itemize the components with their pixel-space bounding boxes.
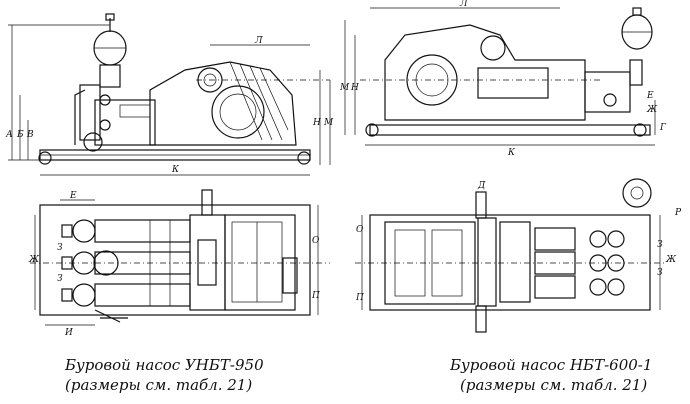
dim-label-M-right: М — [339, 83, 350, 93]
discharge-valve — [83, 132, 103, 152]
dim-label-Z1: З — [57, 243, 63, 253]
nbt600-plan-view: Д О П Р З З Ж — [355, 178, 682, 333]
dim-label-G-right: Г — [659, 123, 667, 133]
dim-label-L-right: Л — [459, 0, 468, 9]
unbt950-side-view: А Б В К Л Н М — [5, 13, 334, 176]
plan-frame — [39, 204, 311, 316]
dim-label-L: Л — [254, 36, 263, 46]
plan-frame-right — [369, 214, 651, 311]
dim-label-E: Е — [69, 191, 77, 201]
dim-label-Z2: З — [57, 274, 63, 284]
dim-label-P: П — [311, 291, 320, 301]
dim-label-D-plan: Д — [477, 181, 486, 191]
dim-label-Zh-right: Ж — [646, 105, 658, 115]
caption-right-subtitle: (размеры см. табл. 21) — [460, 376, 647, 394]
dim-label-M: М — [323, 118, 334, 128]
fluid-end-block — [94, 99, 156, 146]
dim-label-K-right: К — [507, 148, 516, 158]
fluid-end-right — [584, 71, 631, 113]
dim-label-O: О — [312, 236, 320, 246]
crank-case — [224, 214, 296, 311]
gear-housing-right — [477, 217, 497, 307]
dim-label-N-right: Н — [350, 83, 359, 93]
cylinder-2-right — [534, 251, 576, 275]
skid-roller-right — [297, 151, 311, 165]
dim-label-V: В — [26, 130, 34, 140]
cylinder-3-right — [534, 275, 576, 299]
suction-pipe — [74, 89, 86, 145]
dim-label-Zh: Ж — [28, 255, 40, 265]
pinion-shaft-right — [480, 35, 506, 61]
caption-left-subtitle: (размеры см. табл. 21) — [65, 376, 252, 394]
pinion-gear — [197, 239, 217, 286]
skid-roller-left — [38, 151, 52, 165]
dim-label-R-right: Р — [674, 208, 682, 218]
caption-right-title: Буровой насос НБТ-600-1 — [449, 356, 652, 374]
dampener-plan — [622, 178, 652, 208]
dim-label-Z2-right: З — [657, 268, 663, 278]
dim-label-Z1-right: З — [657, 240, 663, 250]
suction-manifold — [94, 309, 128, 323]
cylinder-1-right — [534, 227, 576, 251]
valve-cover-3 — [72, 283, 96, 307]
unbt950-plan-view: Е Ж З З И О П — [28, 189, 330, 338]
fluid-end-column — [79, 84, 101, 141]
dim-label-A: А — [5, 130, 13, 140]
valve-cover-1 — [72, 219, 96, 243]
inspection-cover — [477, 67, 549, 99]
dim-label-Zh-plan: Ж — [665, 255, 677, 265]
gear-housing — [189, 214, 226, 311]
caption-left-title: Буровой насос УНБТ-950 — [64, 356, 264, 374]
dim-label-B: Б — [16, 130, 24, 140]
nbt600-side-view: Л М Н К Е Ж Г — [339, 0, 667, 158]
cylinder-3 — [94, 283, 191, 307]
skid-frame-right — [369, 124, 651, 136]
dim-label-N: Н — [312, 118, 321, 128]
dim-label-P-right: П — [355, 293, 364, 303]
dim-label-E-right: Е — [646, 91, 654, 101]
dim-label-K: К — [171, 165, 180, 175]
dim-label-I: И — [64, 328, 73, 338]
crank-wheel — [211, 85, 265, 139]
dim-label-O-right: О — [356, 225, 364, 235]
cylinder-1 — [94, 219, 191, 243]
